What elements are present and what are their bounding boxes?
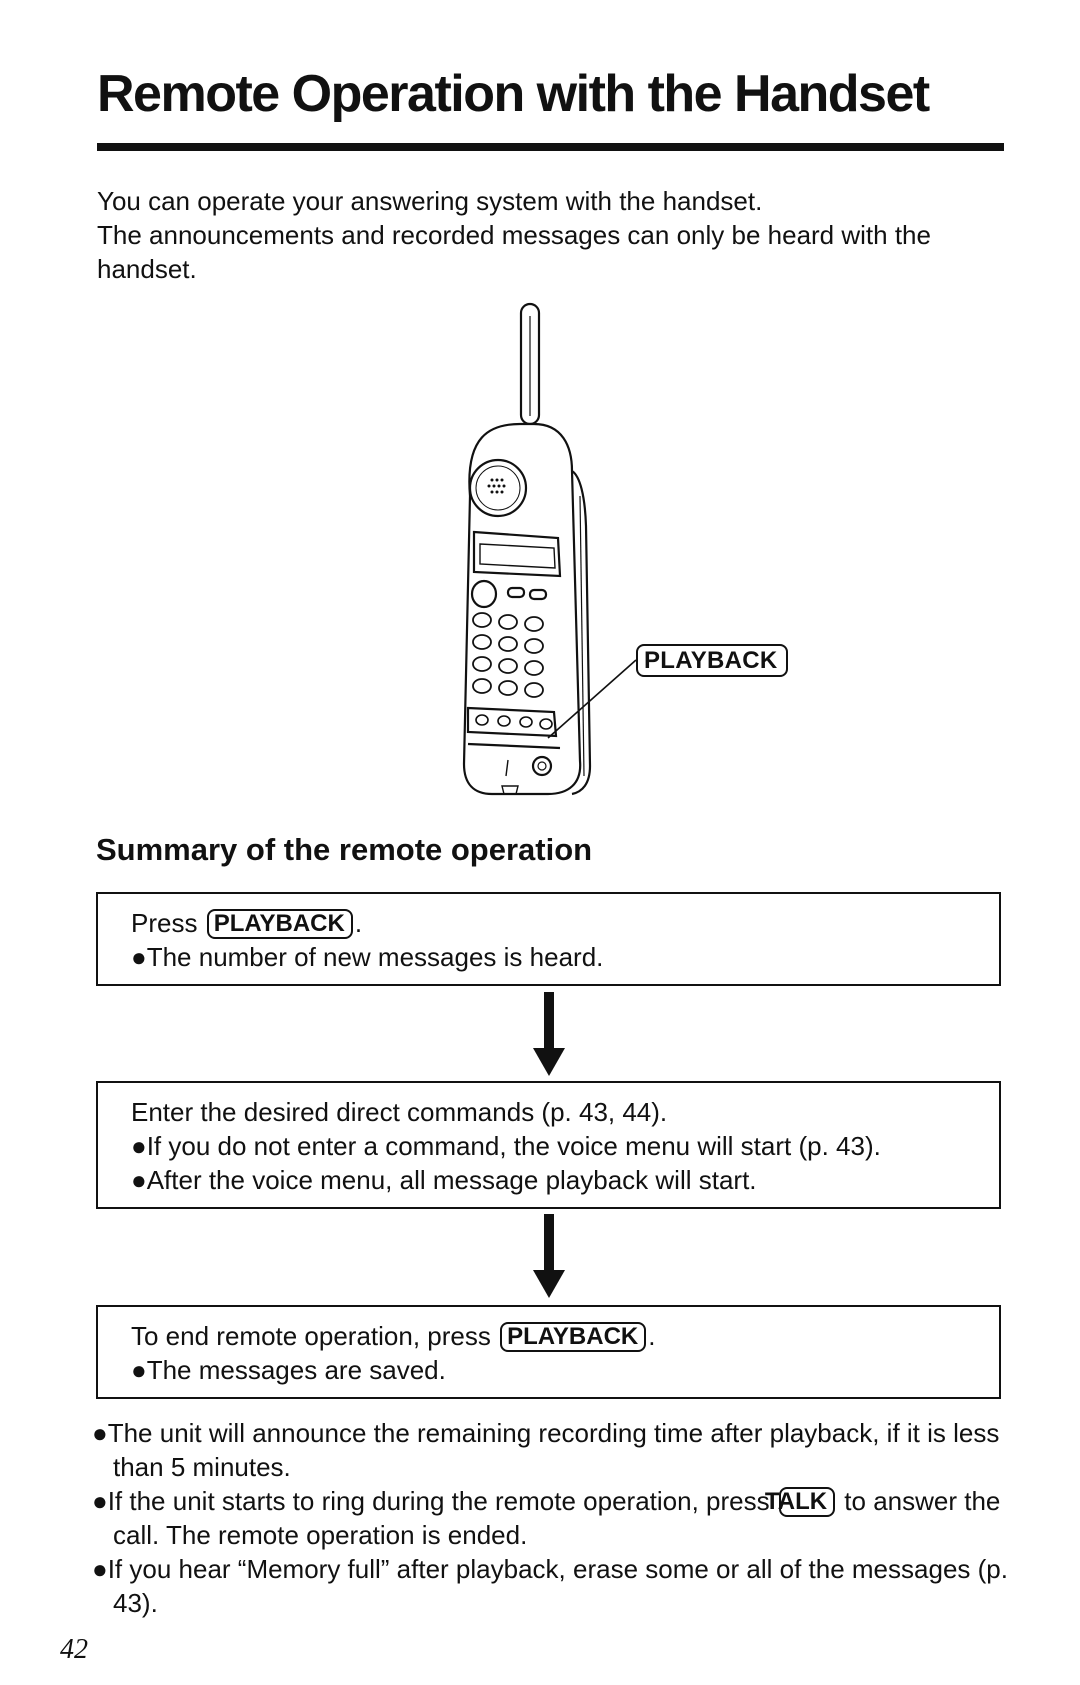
handset-illustration xyxy=(430,296,830,806)
step-1-lead-suffix: . xyxy=(354,908,363,938)
step-2-bullet-1: ●If you do not enter a command, the voic… xyxy=(131,1131,881,1161)
summary-heading: Summary of the remote operation xyxy=(96,832,593,867)
talk-key: TALK xyxy=(765,1487,836,1517)
step-3-lead: To end remote operation, press PLAYBACK. xyxy=(131,1319,989,1353)
step-2-bullet-2: ●After the voice menu, all message playb… xyxy=(131,1165,757,1195)
step-box-1: Press PLAYBACK. ●The number of new messa… xyxy=(96,892,1001,986)
note-item: ●If you hear “Memory full” after playbac… xyxy=(92,1554,1008,1618)
step-box-2: Enter the desired direct commands (p. 43… xyxy=(96,1081,1001,1209)
note-2-suffix: to answer the call. The remote operation… xyxy=(113,1486,1001,1550)
title-rule xyxy=(97,143,1004,151)
intro-text: You can operate your answering system wi… xyxy=(97,184,997,286)
step-3-lead-suffix: . xyxy=(648,1321,656,1351)
playback-key: PLAYBACK xyxy=(500,1322,647,1352)
down-arrow-icon xyxy=(533,992,565,1076)
notes-list: ●The unit will announce the remaining re… xyxy=(92,1416,1012,1620)
intro-line-1: You can operate your answering system wi… xyxy=(97,186,763,216)
handset-drawing xyxy=(462,302,637,796)
page-title: Remote Operation with the Handset xyxy=(97,65,930,123)
step-3-bullet-1: ●The messages are saved. xyxy=(131,1355,446,1385)
step-1-bullet-1: ●The number of new messages is heard. xyxy=(131,942,604,972)
step-box-3: To end remote operation, press PLAYBACK.… xyxy=(96,1305,1001,1399)
step-1-lead-prefix: Press xyxy=(131,908,198,938)
step-2-lead: Enter the desired direct commands (p. 43… xyxy=(131,1097,668,1127)
playback-callout-label: PLAYBACK xyxy=(636,644,788,677)
intro-line-2: The announcements and recorded messages … xyxy=(97,220,931,284)
step-1-lead: Press PLAYBACK. xyxy=(131,906,989,940)
page-number: 42 xyxy=(60,1634,88,1665)
note-item: ●The unit will announce the remaining re… xyxy=(92,1418,1000,1482)
down-arrow-icon xyxy=(533,1214,565,1298)
note-item: ●If the unit starts to ring during the r… xyxy=(92,1484,1012,1552)
playback-key: PLAYBACK xyxy=(206,909,353,939)
step-3-lead-prefix: To end remote operation, press xyxy=(131,1321,491,1351)
note-2-prefix: ●If the unit starts to ring during the r… xyxy=(92,1486,770,1516)
